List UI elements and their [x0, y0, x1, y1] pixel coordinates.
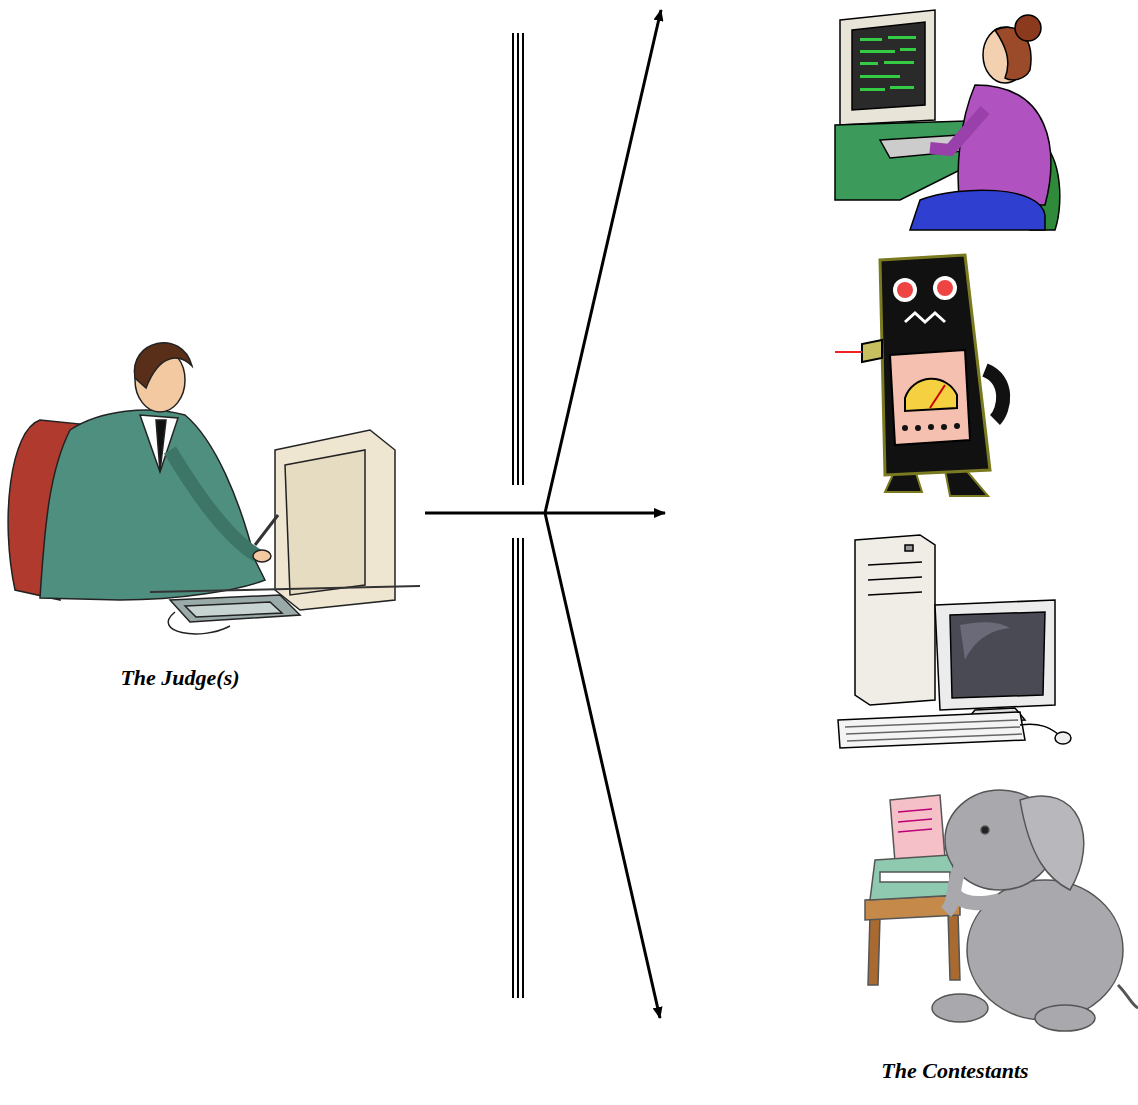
branch-arrow [545, 10, 661, 1018]
woman-at-computer [852, 22, 925, 110]
elephant-typist [898, 829, 932, 832]
wall [522, 33, 524, 485]
judge-illustration [275, 430, 395, 610]
robot [915, 425, 921, 431]
robot [941, 424, 947, 430]
robot [902, 423, 960, 431]
desktop-computer [935, 600, 1055, 710]
elephant-typist [948, 912, 960, 980]
robot [880, 255, 990, 475]
elephant-typist [1035, 1005, 1095, 1031]
judge-illustration [253, 550, 271, 562]
desktop-computer [847, 734, 1022, 741]
robot [930, 385, 945, 408]
caption-label: The Judge(s) [80, 665, 280, 691]
elephant-typist [880, 872, 950, 882]
woman-at-computer [930, 110, 985, 150]
desktop-computer [950, 612, 1045, 698]
robot [835, 351, 862, 353]
wall [513, 33, 523, 998]
robot [933, 276, 957, 300]
wall [512, 538, 514, 998]
judge-illustration [185, 602, 282, 617]
woman-at-computer [1015, 15, 1041, 41]
robot [937, 280, 953, 296]
woman-at-computer [860, 50, 895, 53]
elephant-typist [932, 994, 988, 1022]
judge-illustration [156, 420, 166, 472]
robot [835, 255, 1003, 496]
robot [928, 424, 934, 430]
robot [890, 350, 970, 445]
elephant-typist [890, 795, 945, 862]
woman-at-computer [888, 36, 916, 39]
woman-at-computer [958, 85, 1051, 205]
judge-illustration [40, 410, 265, 600]
robot [905, 379, 957, 411]
elephant-typist [955, 895, 1000, 903]
branch-arrow [545, 513, 660, 1018]
robot [862, 340, 882, 362]
robot [893, 278, 917, 302]
woman-at-computer [840, 10, 935, 125]
desktop-computer [1020, 724, 1058, 734]
elephant-typist [870, 855, 960, 900]
elephant-typist [1020, 796, 1084, 890]
caption-label: The Contestants [855, 1058, 1055, 1084]
desktop-computer [960, 622, 1010, 660]
judge-illustration [8, 343, 420, 634]
woman-at-computer [860, 62, 878, 65]
woman-at-computer [910, 190, 1045, 230]
robot [897, 282, 913, 298]
judge-illustration [285, 450, 365, 595]
wall [512, 33, 514, 485]
elephant-typist [1118, 985, 1138, 1008]
woman-at-computer [860, 38, 882, 41]
robot [954, 423, 960, 429]
desktop-computer [1055, 732, 1071, 744]
judge-illustration [150, 586, 420, 592]
branch-arrow [545, 10, 661, 513]
wall [522, 538, 524, 998]
desktop-computer [905, 545, 913, 551]
robot [985, 370, 1003, 420]
judge-illustration [170, 595, 300, 622]
judge-illustration [134, 343, 192, 388]
robot [905, 313, 945, 322]
elephant-typist [868, 915, 880, 985]
woman-at-computer [860, 36, 916, 91]
judge-group: The Judge(s) [0, 330, 425, 700]
judge-illustration [170, 450, 258, 556]
desktop-computer [855, 535, 935, 705]
judge-illustration [168, 612, 230, 634]
robot [902, 425, 908, 431]
elephant-typist [898, 809, 932, 812]
wall [517, 33, 519, 485]
woman-at-computer [835, 10, 1060, 230]
desktop-computer [868, 577, 922, 580]
desktop-computer [868, 562, 922, 565]
woman-at-computer [884, 61, 914, 64]
elephant-typist [981, 826, 989, 834]
woman-at-computer [860, 88, 885, 91]
elephant-typist [865, 790, 1138, 1031]
judge-illustration [255, 515, 278, 545]
desktop-computer [838, 535, 1071, 748]
woman-at-computer [860, 75, 900, 78]
arrow-connector [425, 512, 665, 515]
woman-at-computer [890, 86, 914, 89]
desktop-computer [846, 727, 1020, 734]
woman-at-computer [900, 48, 916, 51]
desktop-computer [845, 720, 1018, 727]
wall [517, 538, 519, 998]
elephant-typist [898, 819, 932, 822]
robot [945, 470, 988, 496]
desktop-computer [838, 712, 1025, 748]
desktop-computer [868, 592, 922, 595]
contestants-group: The Contestants [665, 0, 1138, 1105]
